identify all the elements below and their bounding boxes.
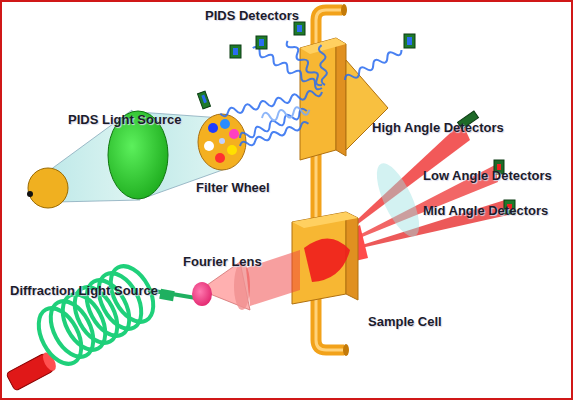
pids-waves: [239, 121, 309, 149]
part-label: PIDS Light Source: [68, 112, 181, 127]
pids-light-path: [28, 168, 68, 208]
pids-waves: [343, 47, 403, 83]
filter-wheel: [219, 138, 225, 144]
part-label: Low Angle Detectors: [423, 168, 552, 183]
pids-waves: [343, 47, 403, 83]
pids-waves: [319, 45, 328, 85]
filter-wheel: [198, 114, 246, 170]
pids-detectors: [256, 36, 267, 49]
part-label: Sample Cell: [368, 314, 442, 329]
pids-detectors: [201, 95, 207, 104]
part-label: Fourier Lens: [183, 254, 262, 269]
scatter-cone: [368, 158, 427, 242]
part-label: High Angle Detectors: [372, 120, 504, 135]
sample-tube: [343, 344, 349, 356]
pids-detectors: [407, 37, 412, 45]
pids-waves: [285, 39, 325, 87]
sample-cell: [292, 212, 358, 228]
filter-wheel: [215, 153, 225, 163]
pids-detectors: [230, 45, 241, 58]
diffraction-laser: [30, 259, 162, 371]
fourier-lens: [192, 282, 212, 306]
sample-tube: [341, 4, 347, 16]
pids-waves: [261, 105, 310, 122]
part-label: Filter Wheel: [196, 180, 270, 195]
filter-wheel: [208, 123, 218, 133]
pids-waves: [239, 121, 309, 149]
diffraction-laser: [6, 259, 196, 391]
pids-waves: [239, 107, 309, 141]
part-label: PIDS Detectors: [205, 8, 299, 23]
pids-cell: [300, 38, 346, 54]
sample-cell: [292, 212, 358, 304]
sample-cell: [304, 238, 350, 282]
pids-light-path: [27, 191, 33, 197]
pids-detectors: [297, 25, 302, 32]
pids-cell: [336, 38, 346, 156]
pids-waves: [261, 105, 310, 122]
pids-waves: [319, 45, 328, 85]
scatter-cone: [368, 158, 427, 242]
filter-wheel: [229, 129, 239, 139]
pids-detectors: [233, 48, 238, 55]
filter-wheel: [220, 119, 230, 129]
pids-waves: [285, 39, 325, 87]
pids-waves: [251, 45, 324, 91]
filter-wheel: [198, 114, 246, 170]
pids-detectors: [259, 39, 264, 46]
pids-detectors: [198, 22, 415, 109]
filter-wheel: [227, 145, 237, 155]
filter-wheel: [204, 141, 214, 151]
part-label: Mid Angle Detectors: [423, 203, 548, 218]
part-label: Diffraction Light Source: [10, 283, 158, 298]
diffraction-laser: [159, 289, 175, 301]
pids-cell: [346, 60, 388, 150]
pids-detectors: [294, 22, 305, 35]
pids-waves: [239, 107, 309, 141]
pids-detectors: [198, 91, 211, 109]
pids-cell: [300, 38, 388, 160]
pids-waves: [251, 45, 324, 91]
pids-detectors: [404, 34, 415, 48]
